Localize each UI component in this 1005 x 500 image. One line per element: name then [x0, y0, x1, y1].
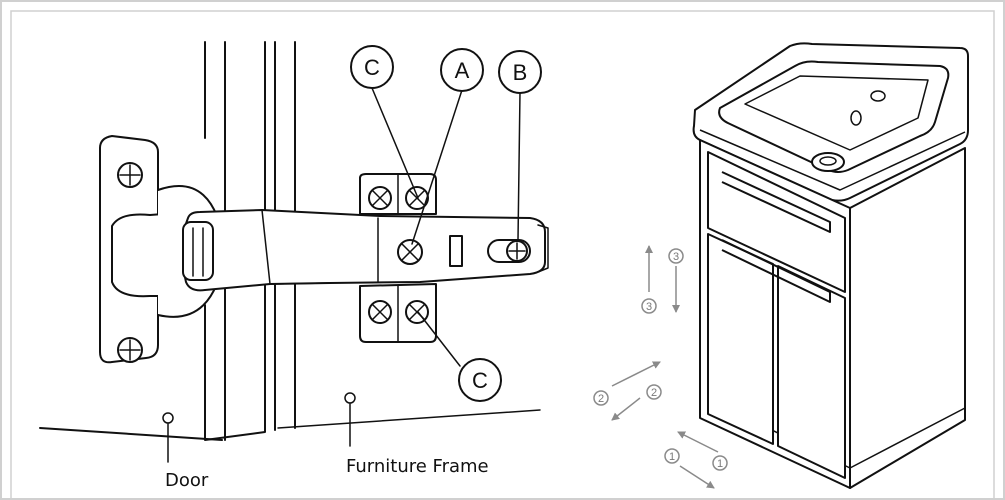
- callout-c-top-circle: [350, 45, 394, 89]
- hinge-detail: [39, 41, 549, 463]
- leader-b: [517, 91, 521, 241]
- step-1-out-label: 1: [669, 451, 675, 463]
- leader-a: [411, 89, 463, 245]
- floor-line-left: [39, 427, 223, 441]
- step-1-out-circle: [664, 448, 680, 464]
- arrow-1-in: [677, 431, 719, 453]
- step-3-up-label: 3: [646, 301, 652, 313]
- frame-point: [344, 392, 356, 404]
- floor-line-right: [277, 409, 541, 429]
- hinge-knuckle: [182, 221, 214, 281]
- step-1-in-circle: [712, 455, 728, 471]
- arrow-2-in: [611, 397, 641, 421]
- basin-drain-inner: [819, 156, 837, 166]
- step-2-out-circle: [593, 390, 609, 406]
- step-3-down-circle: [668, 248, 684, 264]
- step-3-down-label: 3: [673, 251, 679, 263]
- hinge-arm-top-edge: [261, 209, 331, 285]
- door-left: [707, 233, 774, 445]
- door-handle: [721, 239, 831, 303]
- hinge-arm-end: [537, 224, 549, 273]
- furniture-frame-label: Furniture Frame: [346, 456, 489, 477]
- arrow-2-out: [611, 361, 661, 387]
- callout-a-circle: [440, 48, 484, 92]
- drawer-front: [707, 151, 846, 293]
- door-label: Door: [165, 470, 209, 491]
- arm-slot: [449, 235, 463, 267]
- adjustment-arrows: [593, 245, 728, 489]
- step-3-up-circle: [641, 298, 657, 314]
- basin-inner: [744, 75, 929, 151]
- arrow-1-out: [679, 465, 715, 489]
- step-2-out-label: 2: [598, 393, 604, 405]
- plate-screw-tl: [368, 186, 392, 210]
- arm-screw-b: [487, 239, 531, 263]
- vanity-cabinet: [692, 42, 969, 489]
- inner-frame: [10, 10, 995, 500]
- tap-hole: [870, 90, 886, 102]
- callout-c-top-label: C: [364, 55, 380, 80]
- callout-b-label: B: [513, 60, 528, 85]
- arm-screw-a: [397, 239, 423, 265]
- cup-screw-top: [117, 162, 143, 188]
- drawer-handle: [721, 171, 831, 233]
- step-2-in-circle: [646, 384, 662, 400]
- leader-c-bottom: [417, 311, 461, 367]
- step-1-in-label: 1: [717, 458, 723, 470]
- basin-overflow: [850, 110, 862, 126]
- basin-lip: [699, 129, 966, 191]
- door-point: [162, 412, 174, 424]
- plate-screw-tr: [405, 186, 429, 210]
- cabinet-side: [849, 147, 966, 489]
- plate-screw-bl: [368, 300, 392, 324]
- callout-c-bottom-circle: [458, 358, 502, 402]
- callout-c-bottom-label: C: [472, 368, 488, 393]
- callout-b-circle: [498, 50, 542, 94]
- leader-c-top: [371, 87, 419, 199]
- basin-bowl: [718, 60, 950, 173]
- step-2-in-label: 2: [651, 387, 657, 399]
- cup-screw-bottom: [117, 337, 143, 363]
- door-right: [777, 265, 846, 479]
- callout-a-label: A: [455, 58, 470, 83]
- hinge-arm: [182, 209, 546, 292]
